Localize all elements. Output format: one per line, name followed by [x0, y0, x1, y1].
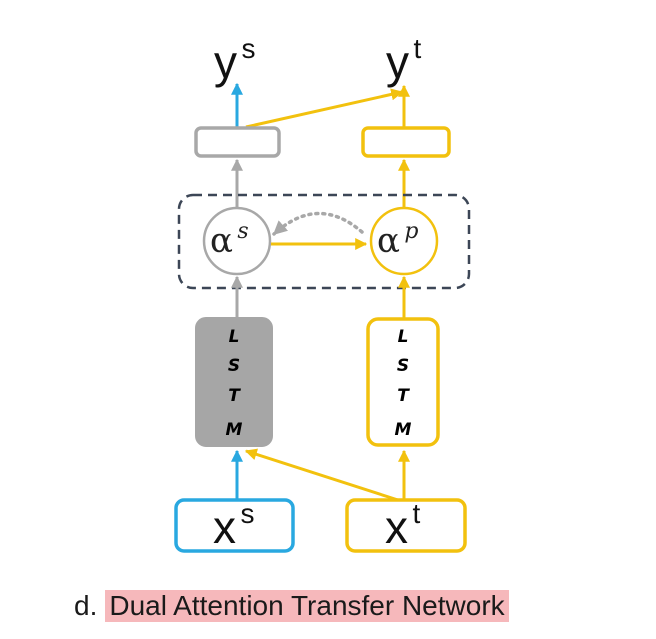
input-target-sup: t: [412, 498, 420, 529]
output-label-source: y s: [214, 33, 255, 88]
input-label-source: x s: [213, 498, 254, 553]
caption-prefix: d.: [74, 590, 98, 621]
lstm-source-letter-l: L: [229, 327, 240, 347]
caption-title: Dual Attention Transfer Network: [105, 590, 509, 622]
attention-target-sup: p: [404, 219, 418, 244]
arrow-attention-feedback: [272, 211, 364, 236]
lstm-target-letter-l: L: [398, 327, 409, 347]
attention-source-sup: s: [237, 219, 248, 244]
figure-caption: d. Dual Attention Transfer Network: [74, 586, 509, 626]
input-label-target: x t: [385, 498, 420, 553]
lstm-target-letter-s: S: [397, 356, 409, 376]
lstm-target-letter-t: T: [397, 386, 410, 406]
output-target-sup: t: [413, 33, 421, 64]
attention-label-source: α s: [210, 219, 249, 261]
attention-module-box: [177, 193, 471, 290]
lstm-target-letter-m: M: [395, 420, 412, 440]
lstm-source-letter-t: T: [228, 386, 241, 406]
input-source-base: x: [213, 501, 236, 553]
attention-target-base: α: [377, 221, 400, 261]
attention-node-target: [369, 206, 439, 276]
input-target-base: x: [385, 501, 408, 553]
output-source-sup: s: [241, 33, 255, 64]
output-label-target: y t: [386, 33, 421, 88]
arrow-cross-output: [245, 88, 404, 129]
input-source-sup: s: [240, 498, 254, 529]
lstm-source-letter-s: S: [228, 356, 240, 376]
dual-attention-diagram: y s y t α s α p L S T M L S T M: [174, 33, 471, 553]
input-box-source: [174, 498, 295, 553]
lstm-block-source: [195, 317, 273, 447]
lstm-source-letter-m: M: [226, 420, 243, 440]
attention-node-source: [202, 206, 272, 276]
output-target-base: y: [386, 36, 409, 88]
output-source-base: y: [214, 36, 237, 88]
lstm-block-target: [366, 317, 440, 447]
input-box-target: [345, 498, 467, 553]
arrow-input-target-to-source-lstm: [244, 448, 399, 502]
attention-source-base: α: [210, 221, 233, 261]
dense-layer-source: [194, 126, 281, 158]
dense-layer-target: [361, 126, 451, 158]
attention-label-target: α p: [377, 219, 419, 261]
